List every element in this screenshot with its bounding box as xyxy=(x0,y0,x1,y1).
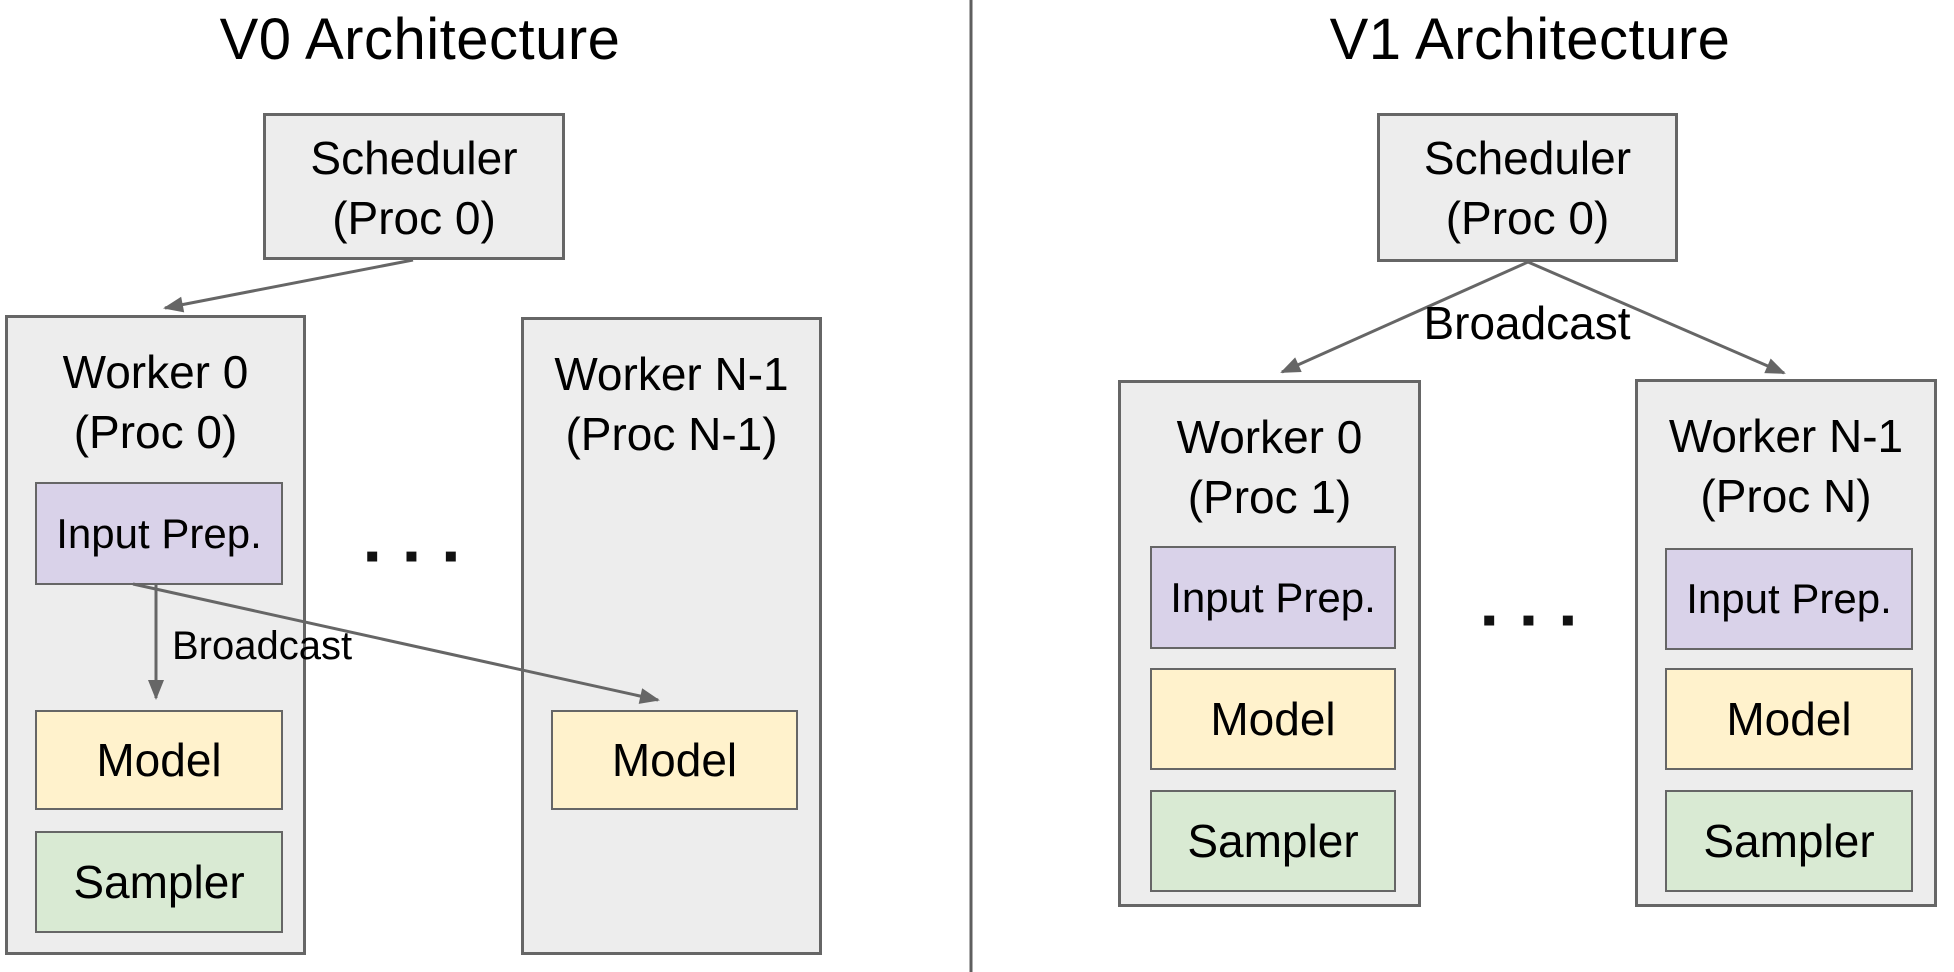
v0-worker0-proc: (Proc 0) xyxy=(73,406,238,458)
v0-broadcast-label: Broadcast xyxy=(172,624,353,668)
v1-scheduler-name: Scheduler xyxy=(1423,132,1632,184)
v1-workerN-proc: (Proc N) xyxy=(1700,470,1872,522)
v1-worker0-proc: (Proc 1) xyxy=(1187,471,1352,523)
v0-scheduler-box: Scheduler (Proc 0) xyxy=(263,113,565,260)
v1-workerN-input-prep-label: Input Prep. xyxy=(1686,575,1892,622)
v0-workerN-title: Worker N-1 (Proc N-1) xyxy=(524,320,819,464)
v1-worker0-sampler-box: Sampler xyxy=(1150,790,1396,892)
v1-workerN-name: Worker N-1 xyxy=(1668,410,1904,462)
v1-broadcast-label: Broadcast xyxy=(1423,297,1631,349)
v0-workerN-proc: (Proc N-1) xyxy=(565,408,778,460)
v1-worker0-box: Worker 0 (Proc 1) Input Prep. Model Samp… xyxy=(1118,380,1421,907)
v1-workerN-sampler-label: Sampler xyxy=(1703,815,1875,867)
v1-workerN-input-prep-box: Input Prep. xyxy=(1665,548,1913,650)
v1-workerN-title: Worker N-1 (Proc N) xyxy=(1638,382,1934,526)
v1-scheduler-box: Scheduler (Proc 0) xyxy=(1377,113,1678,262)
v1-worker0-sampler-label: Sampler xyxy=(1187,815,1359,867)
v0-scheduler-proc: (Proc 0) xyxy=(332,192,496,244)
v0-worker0-model-box: Model xyxy=(35,710,283,810)
v0-workerN-model-label: Model xyxy=(611,734,738,786)
v0-arrow-scheduler-to-worker0 xyxy=(163,258,414,313)
v0-worker0-title: Worker 0 (Proc 0) xyxy=(8,318,303,462)
v0-workerN-name: Worker N-1 xyxy=(554,348,789,400)
v1-panel-title: V1 Architecture xyxy=(1329,7,1731,72)
v1-workerN-box: Worker N-1 (Proc N) Input Prep. Model Sa… xyxy=(1635,379,1937,907)
v1-workerN-model-box: Model xyxy=(1665,668,1913,770)
v0-worker0-name: Worker 0 xyxy=(62,346,249,398)
v1-worker0-input-prep-box: Input Prep. xyxy=(1150,546,1396,649)
v1-worker0-name: Worker 0 xyxy=(1176,411,1363,463)
v1-worker0-model-label: Model xyxy=(1210,693,1336,745)
v0-worker0-input-prep-box: Input Prep. xyxy=(35,482,283,585)
v0-worker0-model-label: Model xyxy=(96,734,222,786)
v0-worker0-sampler-box: Sampler xyxy=(35,831,283,933)
v0-worker0-sampler-label: Sampler xyxy=(73,856,245,908)
v1-worker0-model-box: Model xyxy=(1150,668,1396,770)
v0-worker0-input-prep-label: Input Prep. xyxy=(56,509,262,557)
v1-workerN-sampler-box: Sampler xyxy=(1665,790,1913,892)
v0-workerN-box: Worker N-1 (Proc N-1) Model xyxy=(521,317,822,955)
v0-scheduler-name: Scheduler xyxy=(310,132,518,184)
v1-workerN-model-label: Model xyxy=(1726,693,1852,745)
v1-worker0-input-prep-label: Input Prep. xyxy=(1170,573,1376,621)
v0-more-workers-ellipsis: ▪ ▪ ▪ xyxy=(365,534,465,578)
v1-worker0-title: Worker 0 (Proc 1) xyxy=(1121,383,1418,527)
v1-scheduler-proc: (Proc 0) xyxy=(1445,192,1610,244)
v0-panel-title: V0 Architecture xyxy=(219,7,621,72)
v1-more-workers-ellipsis: ▪ ▪ ▪ xyxy=(1482,598,1582,642)
v0-workerN-model-box: Model xyxy=(551,710,798,810)
